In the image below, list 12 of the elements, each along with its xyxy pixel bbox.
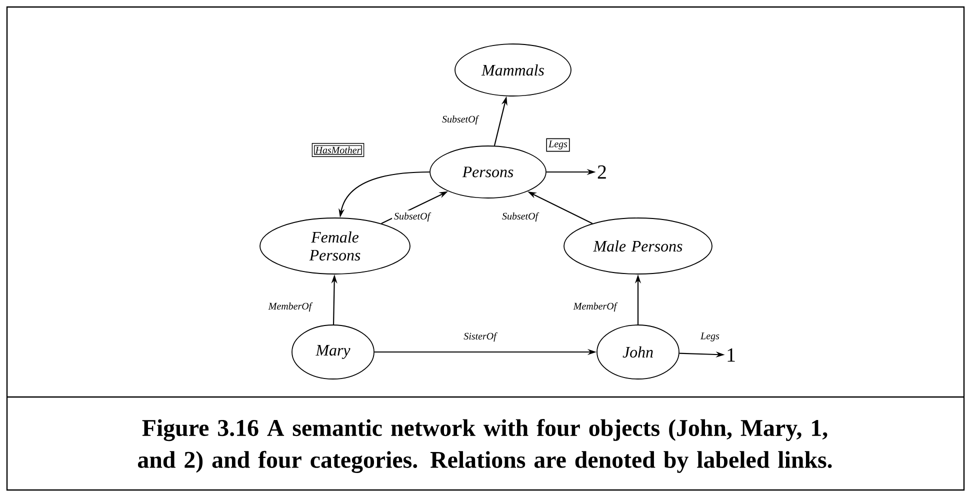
edge-label: MemberOf: [266, 300, 314, 314]
boxed-edge-label: HasMother: [312, 143, 364, 157]
edge-label: Legs: [698, 330, 722, 344]
edge-label: SubsetOf: [440, 113, 480, 127]
edge-label: SubsetOf: [392, 210, 432, 224]
edge-label: MemberOf: [571, 300, 619, 314]
edge-label: SisterOf: [462, 330, 498, 344]
figure-caption: Figure 3.16 A semantic network with four objects (John, Mary, 1, and 2) and four categories. Relations are denoted by labeled links.: [138, 419, 832, 473]
boxed-edge-label: Legs: [546, 138, 570, 152]
edge-label: SubsetOf: [500, 210, 540, 224]
value-text: 2: [598, 165, 606, 179]
value-text: 1: [728, 348, 735, 362]
